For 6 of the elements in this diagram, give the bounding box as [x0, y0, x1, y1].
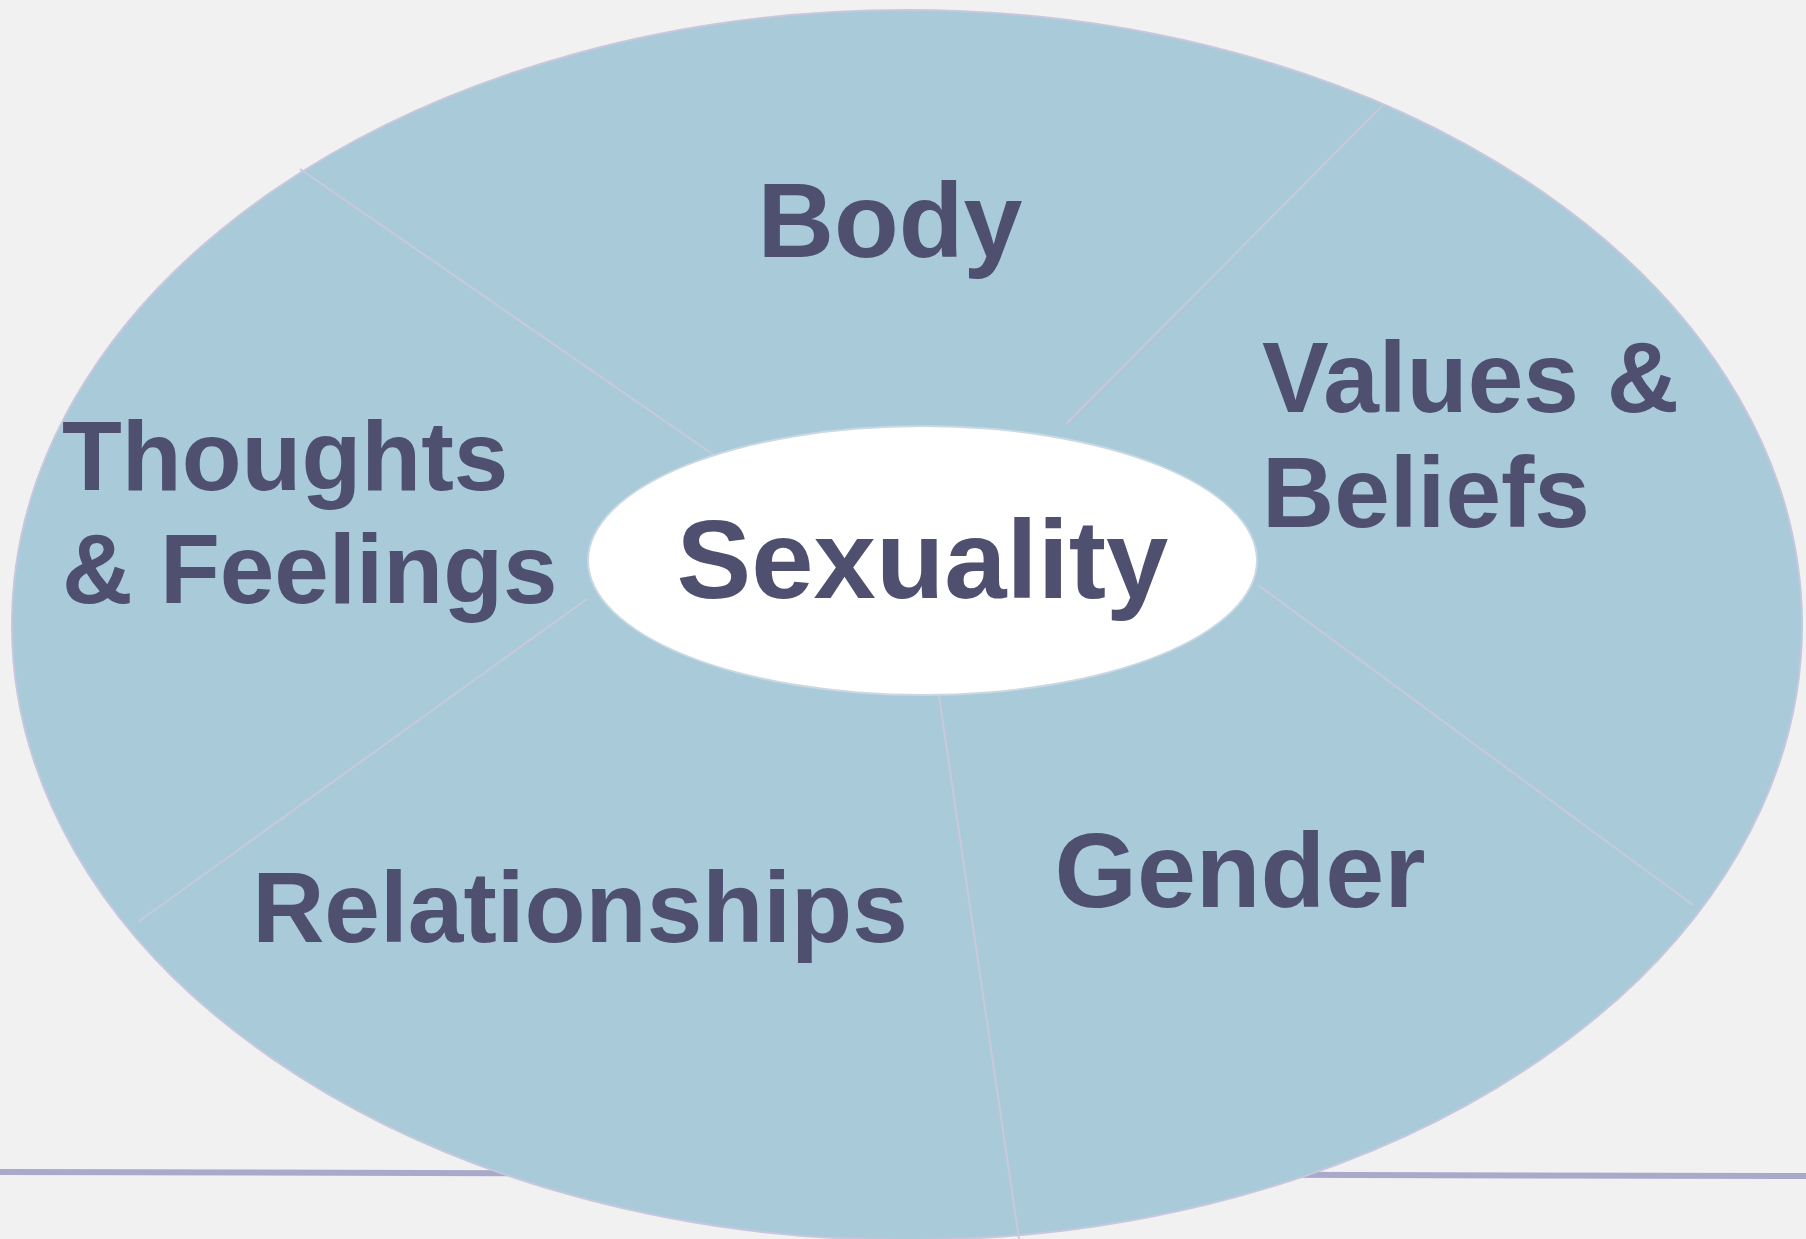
- segment-title: Thoughts & Feelings: [62, 401, 558, 624]
- center-title: Sexuality: [676, 496, 1169, 625]
- segment-title: Gender: [1054, 811, 1426, 929]
- segment-title: Relationships: [252, 851, 908, 963]
- segment-title: Body: [757, 161, 1023, 279]
- segment-title: Values & Beliefs: [1262, 321, 1679, 548]
